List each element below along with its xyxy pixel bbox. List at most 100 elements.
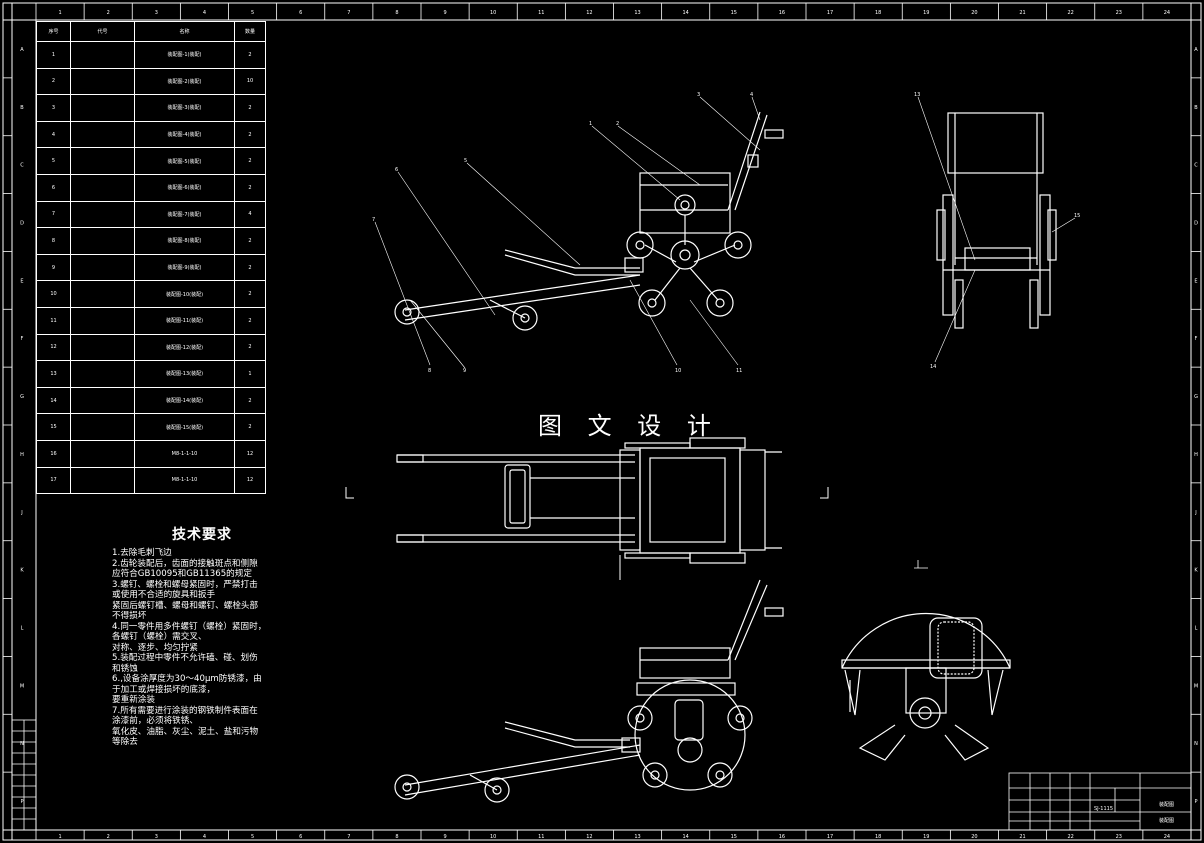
- row-letter: E: [1194, 278, 1197, 284]
- bom-cell-name: 装配图-12(装配): [134, 333, 235, 362]
- row-letter: P: [1194, 799, 1197, 805]
- row-letter: E: [20, 278, 23, 284]
- row-letter: G: [20, 394, 24, 400]
- bom-header-code: 代号: [70, 21, 135, 42]
- front-view: [936, 112, 1057, 329]
- callout-13: 13: [914, 92, 920, 98]
- bom-cell-code: [70, 280, 135, 308]
- column-number: 18: [875, 10, 881, 16]
- tech-requirement-line: 和锈蚀: [112, 663, 138, 674]
- tech-requirement-line: 对称、逐步、均匀拧紧: [112, 642, 198, 653]
- bom-cell-name: 装配图-7(装配): [134, 200, 235, 229]
- column-number: 17: [827, 10, 833, 16]
- bom-cell-qty: 10: [234, 67, 266, 96]
- column-number: 12: [586, 834, 592, 840]
- row-letter: M: [20, 683, 24, 689]
- callout-11: 11: [736, 368, 742, 374]
- row-letter: D: [1194, 221, 1198, 227]
- column-number: 20: [971, 834, 977, 840]
- side-view-label-text: 1 2 3 4 5 6 7 8 9 10 11: [372, 92, 753, 374]
- bom-cell-code: [70, 333, 135, 362]
- column-ticks: 1122334455667788991010111112121313141415…: [35, 3, 1170, 840]
- bom-cell-name: 装配图-3(装配): [134, 94, 235, 122]
- row-letter: F: [1195, 336, 1198, 342]
- bom-cell-name: M8-1-1-10: [134, 439, 235, 468]
- column-number: 22: [1068, 834, 1074, 840]
- bom-cell-qty: 2: [234, 333, 266, 362]
- drawing-title-a: 装配图: [1159, 802, 1175, 808]
- column-number: 24: [1164, 834, 1170, 840]
- tech-requirement-line: 4.同一零件用多件螺钉（螺栓）紧固时，: [112, 621, 267, 632]
- bom-cell-name: M8-1-1-10: [134, 466, 235, 495]
- row-letter: K: [20, 568, 24, 574]
- bom-cell-no: 7: [36, 200, 71, 229]
- bom-cell-name: 装配图-8(装配): [134, 227, 235, 255]
- column-number: 6: [299, 834, 302, 840]
- bom-cell-code: [70, 413, 135, 441]
- top-view: [396, 437, 782, 564]
- row-letter: B: [1194, 105, 1198, 111]
- tech-requirement-line: 于加工或焊接损坏的底漆，: [112, 684, 216, 695]
- bom-cell-qty: 12: [234, 439, 266, 468]
- callout-5: 5: [464, 158, 467, 164]
- tech-requirement-line: 6.,设备涂厚度为30～40μm防锈漆，由: [112, 674, 262, 684]
- bom-cell-no: 17: [36, 466, 71, 495]
- bom-cell-qty: 2: [234, 306, 266, 335]
- row-letter: N: [1194, 741, 1198, 747]
- bom-header-row: 序号 代号 名称 数量: [36, 21, 266, 42]
- column-number: 14: [683, 834, 689, 840]
- row-letter: M: [1194, 683, 1198, 689]
- column-number: 13: [634, 834, 640, 840]
- column-number: 21: [1019, 834, 1025, 840]
- column-number: 19: [923, 10, 929, 16]
- bom-header-qty: 数量: [234, 21, 266, 42]
- callout-14: 14: [930, 364, 936, 370]
- drawing-title-b: 装配图: [1159, 818, 1175, 824]
- column-number: 13: [634, 10, 640, 16]
- bom-cell-code: [70, 120, 135, 149]
- column-number: 9: [443, 834, 446, 840]
- column-number: 9: [443, 10, 446, 16]
- bom-cell-no: 2: [36, 67, 71, 96]
- bom-cell-qty: 2: [234, 94, 266, 122]
- column-number: 20: [971, 10, 977, 16]
- bom-cell-code: [70, 200, 135, 229]
- column-number: 12: [586, 10, 592, 16]
- row-letter: J: [1194, 510, 1196, 516]
- column-number: 24: [1164, 10, 1170, 16]
- bom-cell-name: 装配图-13(装配): [134, 360, 235, 388]
- side-view-section: [394, 579, 784, 803]
- bom-cell-name: 装配图-9(装配): [134, 253, 235, 282]
- callout-6: 6: [395, 167, 398, 173]
- row-letter: B: [20, 105, 24, 111]
- callout-7: 7: [372, 217, 375, 223]
- row-letter: L: [21, 626, 24, 632]
- column-number: 2: [107, 834, 110, 840]
- row-letter: F: [21, 336, 24, 342]
- column-number: 8: [395, 10, 398, 16]
- bom-cell-qty: 2: [234, 227, 266, 255]
- tech-requirement-line: 紧固后螺钉槽、螺母和螺钉、螺栓头部: [112, 600, 259, 611]
- column-number: 8: [395, 834, 398, 840]
- column-number: 1: [58, 834, 61, 840]
- column-number: 4: [203, 834, 206, 840]
- row-letter: L: [1195, 626, 1198, 632]
- row-letter: H: [1194, 452, 1198, 458]
- bom-cell-code: [70, 227, 135, 255]
- bom-cell-name: 装配图-1(装配): [134, 41, 235, 69]
- bom-cell-no: 5: [36, 147, 71, 175]
- callout-10: 10: [675, 368, 681, 374]
- column-number: 3: [155, 834, 158, 840]
- callout-2: 2: [616, 121, 619, 127]
- title-block: SJ-1115 装配图 装配图: [1009, 773, 1191, 830]
- bom-cell-no: 8: [36, 227, 71, 255]
